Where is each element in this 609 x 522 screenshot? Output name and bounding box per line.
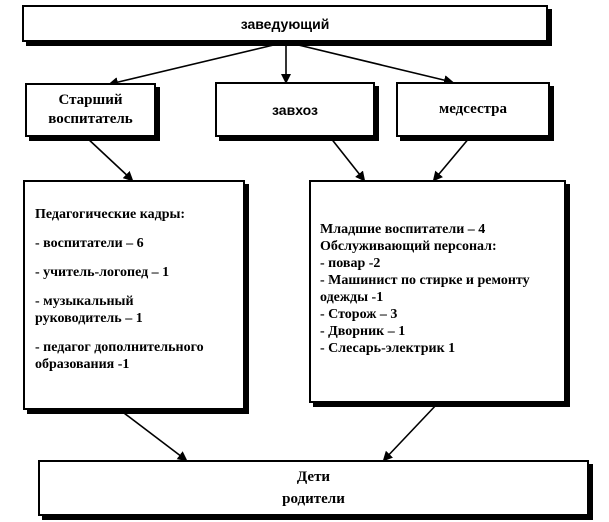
support-staff-line: Младшие воспитатели – 4 <box>320 222 486 237</box>
arrow-staff-to-children <box>382 402 439 462</box>
support-staff-line: - Сторож – 3 <box>320 307 398 322</box>
senior-teacher-label: Старший воспитатель <box>48 92 133 127</box>
supply-manager-label: завхоз <box>272 101 318 118</box>
teaching-staff-item: - музыкальный руководитель – 1 <box>35 294 143 326</box>
arrow-top-to-senior <box>108 41 287 88</box>
support-staff-line: - Слесарь-электрик 1 <box>320 341 456 356</box>
arrow-teachers-to-children <box>119 409 188 462</box>
arrow-top-to-nurse <box>285 41 454 85</box>
support-staff-line: - Дворник – 1 <box>320 324 406 339</box>
teaching-staff-item: - педагог дополнительного образования -1 <box>35 340 204 372</box>
supply-manager-box: завхоз <box>215 82 375 137</box>
support-staff-line: - Машинист по стирке и ремонту одежды -1 <box>320 273 530 305</box>
teaching-staff-title: Педагогические кадры: <box>35 207 186 222</box>
support-staff-line: Обслуживающий персонал: <box>320 239 497 254</box>
teaching-staff-item: - воспитатели – 6 <box>35 236 144 251</box>
support-staff-box: Младшие воспитатели – 4 Обслуживающий пе… <box>309 180 566 403</box>
support-staff-line: - повар -2 <box>320 256 381 271</box>
children-label: Дети <box>296 469 331 485</box>
teaching-staff-box: Педагогические кадры: - воспитатели – 6 … <box>23 180 245 410</box>
head-box: заведующий <box>22 5 548 42</box>
children-parents-box: Дети родители <box>38 460 589 516</box>
parents-label: родители <box>282 491 345 507</box>
arrow-senior-to-teachers <box>85 136 134 182</box>
teaching-staff-item: - учитель-логопед – 1 <box>35 265 170 280</box>
senior-teacher-box: Старший воспитатель <box>25 83 156 137</box>
nurse-box: медсестра <box>396 82 550 137</box>
nurse-label: медсестра <box>439 101 507 117</box>
arrow-supply-to-staff <box>329 136 366 182</box>
head-label: заведующий <box>240 15 330 32</box>
arrow-nurse-to-staff <box>432 136 471 182</box>
